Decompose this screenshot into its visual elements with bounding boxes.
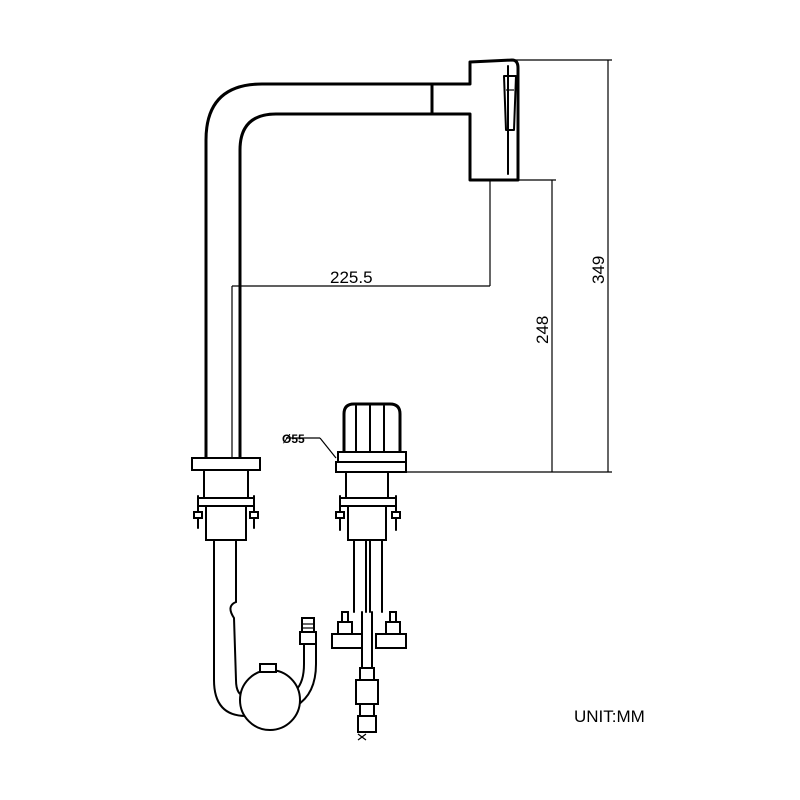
spout-base [191,457,261,541]
total-height-dimension: 349 [589,256,608,284]
spout [204,82,434,458]
hose-weight [239,663,301,731]
spout-height-dimension: 248 [533,316,552,344]
angle-valve-right [375,611,407,649]
filter-valve [355,667,379,741]
unit-label: UNIT:MM [574,707,645,726]
reach-dimension: 225.5 [330,268,373,287]
mixer-handle [337,402,407,463]
hose-connector [299,617,317,645]
supply-hoses [353,539,383,669]
angle-valve-left [331,611,363,649]
diameter-dimension: Ø55 [282,432,305,446]
dimension-lines [231,59,612,473]
spray-head [432,58,520,182]
mixer-base [335,461,407,541]
